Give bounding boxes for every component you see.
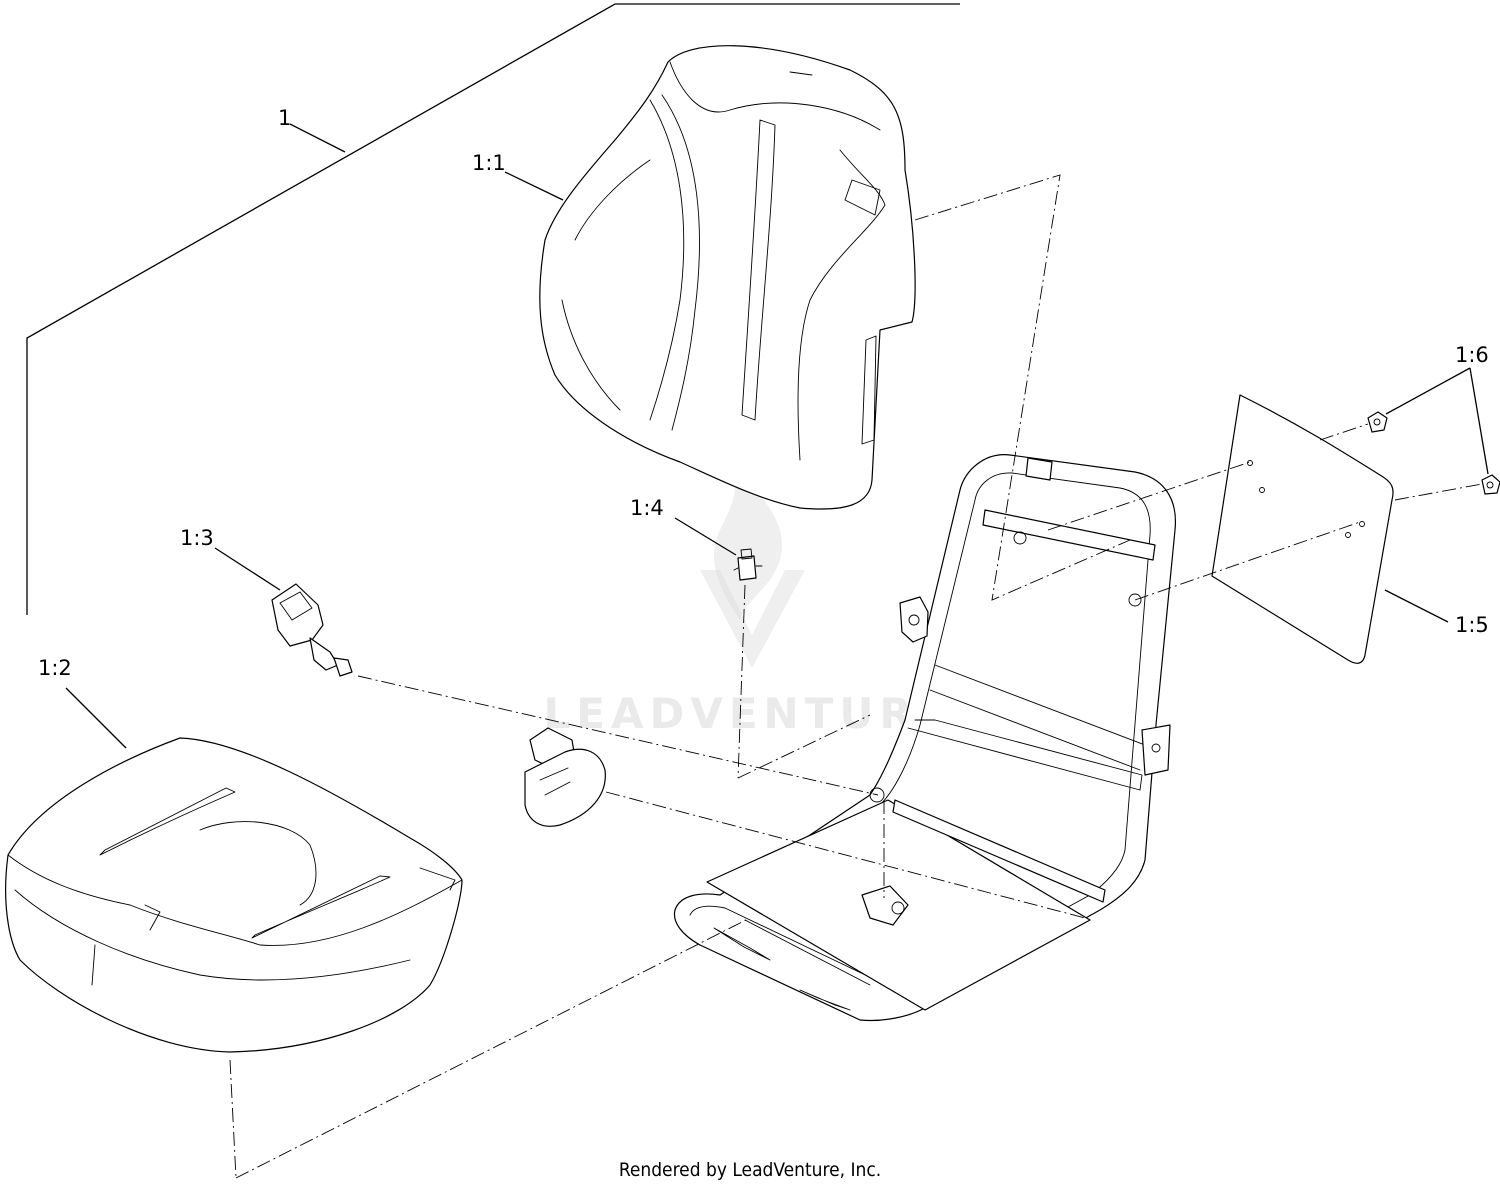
callout-seat-switch-harness: 1:3 bbox=[180, 526, 214, 550]
leader-line-backrest bbox=[504, 171, 564, 201]
seat-cushion bbox=[5, 737, 463, 1053]
callout-fasteners: 1:6 bbox=[1455, 343, 1489, 367]
seat-switch bbox=[733, 548, 763, 581]
leader-line-switch bbox=[674, 517, 737, 556]
backrest-cushion bbox=[539, 45, 916, 510]
seat-switch-harness bbox=[271, 583, 353, 677]
leader-line-harness bbox=[214, 547, 281, 591]
leadventure-flame-logo-icon bbox=[700, 460, 805, 668]
fasteners bbox=[1367, 411, 1500, 495]
leader-line-fastener-2 bbox=[1469, 367, 1489, 475]
back-plate bbox=[1211, 394, 1394, 664]
leader-line-fastener-1 bbox=[1385, 367, 1471, 415]
assembly-centerlines bbox=[229, 174, 1483, 1179]
watermark-text: LEADVENTURE bbox=[544, 689, 953, 738]
callout-switch: 1:4 bbox=[630, 496, 664, 520]
leader-line-back-plate bbox=[1384, 589, 1449, 623]
assembly-bracket-line bbox=[26, 3, 960, 615]
watermark: LEADVENTURE bbox=[544, 460, 953, 738]
leader-line-seat-cushion bbox=[65, 687, 127, 749]
switch-bracket-assembly bbox=[524, 727, 606, 827]
callout-assembly: 1 bbox=[278, 106, 291, 130]
callout-back-plate: 1:5 bbox=[1455, 613, 1489, 637]
footer-credit: Rendered by LeadVenture, Inc. bbox=[619, 1159, 881, 1181]
callout-backrest: 1:1 bbox=[472, 151, 506, 175]
callout-seat-cushion: 1:2 bbox=[38, 656, 72, 680]
leader-line-assembly bbox=[289, 123, 346, 153]
seat-frame bbox=[673, 454, 1177, 1022]
